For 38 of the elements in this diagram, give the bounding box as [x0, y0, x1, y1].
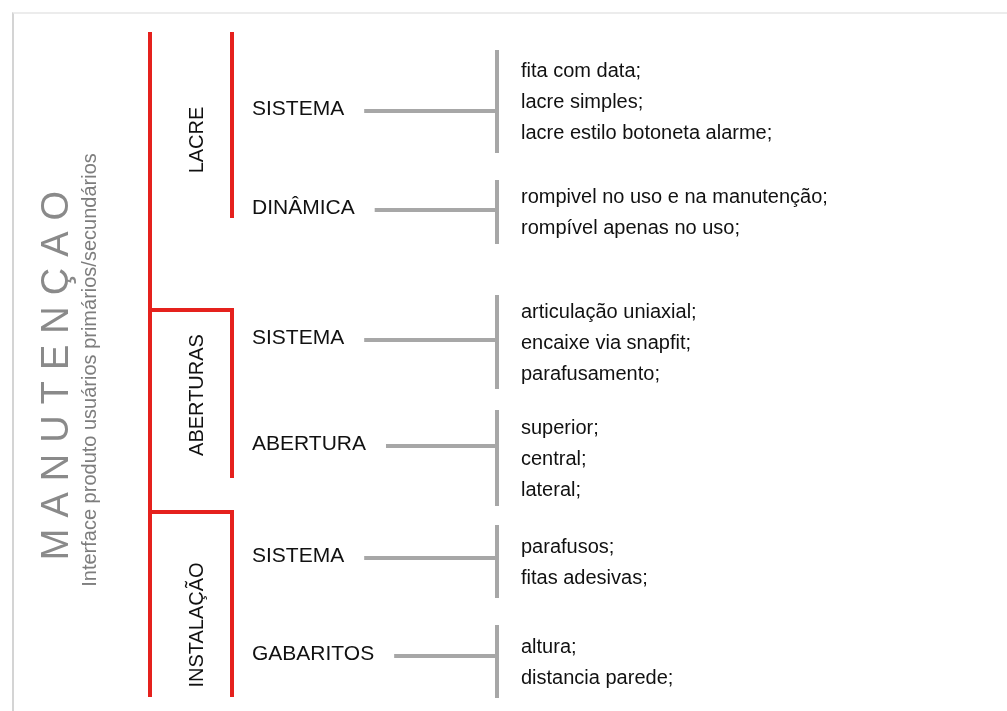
subcategory-label: SISTEMA	[252, 325, 345, 349]
category-label: INSTALAÇÃO	[184, 562, 208, 688]
list-item: lacre estilo botoneta alarme;	[521, 120, 773, 145]
item-list-bracket	[495, 50, 773, 153]
list-item: fita com data;	[521, 58, 643, 83]
subcategory-label: DINÂMICA	[252, 195, 355, 219]
connector-line	[386, 444, 495, 448]
list-item: superior;	[521, 414, 599, 440]
subcategory-label: ABERTURA	[252, 431, 366, 455]
connector-line	[374, 208, 495, 212]
subtitle: Interface produto usuários primários/secundários	[76, 153, 101, 587]
list-item: parafusamento;	[521, 360, 661, 386]
item-list-bracket	[495, 525, 648, 598]
list-item: lacre simples;	[521, 89, 645, 114]
list-item: altura;	[521, 633, 578, 659]
connector-line	[364, 556, 495, 560]
subcategory-label: GABARITOS	[252, 641, 375, 665]
list-item: encaixe via snapfit;	[521, 329, 693, 355]
item-list-bracket	[495, 410, 599, 506]
list-item: central;	[521, 445, 588, 471]
list-item: articulação uniaxial;	[521, 298, 697, 324]
list-item: rompível apenas no uso;	[521, 215, 742, 240]
root-label: MANUTENÇAO	[35, 179, 77, 561]
list-item: parafusos;	[521, 533, 616, 559]
category-label: ABERTURAS	[184, 334, 208, 456]
subcategory-label: SISTEMA	[252, 96, 345, 120]
item-list-bracket	[495, 180, 828, 244]
item-list-bracket	[495, 625, 674, 698]
list-item: fitas adesivas;	[521, 564, 648, 590]
connector-line	[364, 338, 495, 342]
list-item: lateral;	[521, 476, 583, 502]
category-label: LACRE	[184, 106, 208, 174]
subcategory-label: SISTEMA	[252, 543, 345, 567]
list-item: distancia parede;	[521, 664, 674, 690]
connector-line	[364, 109, 495, 113]
list-item: rompivel no uso e na manutenção;	[521, 184, 828, 209]
connector-line	[394, 654, 495, 658]
item-list-bracket	[495, 295, 697, 389]
